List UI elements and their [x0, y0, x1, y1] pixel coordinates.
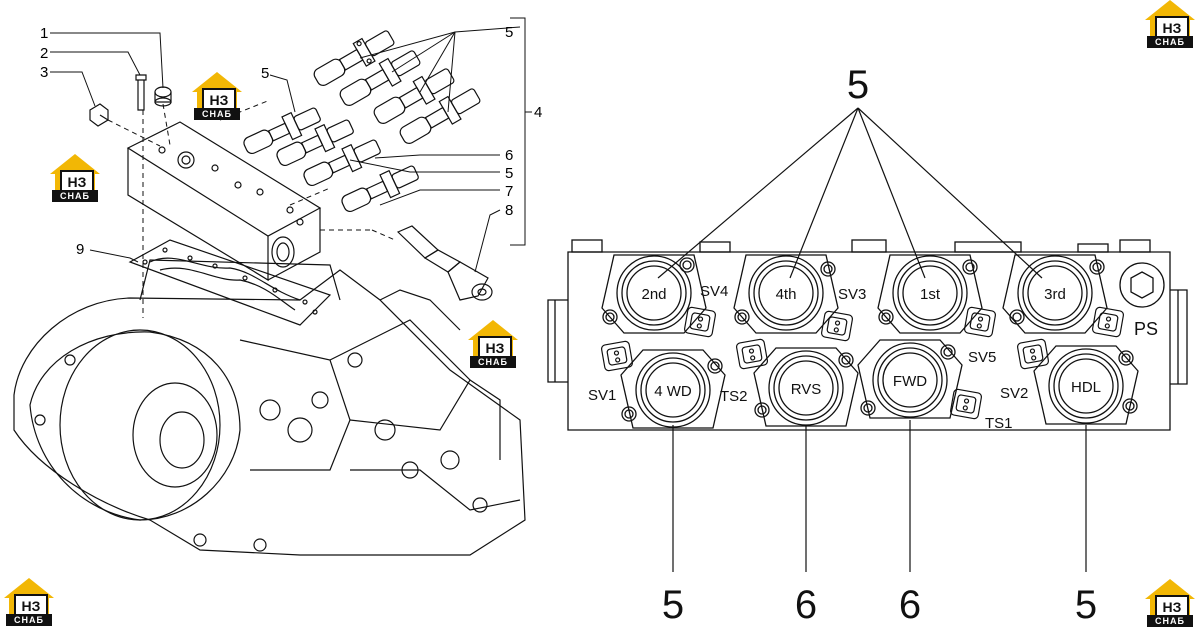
solenoid-valves: [243, 30, 481, 213]
spool-valve: [396, 225, 493, 301]
logo-mark: НЗ: [1155, 595, 1189, 617]
callout-5-top: 5: [505, 24, 513, 41]
valve-2nd-label: 2nd: [641, 286, 666, 303]
logo-sub: СНАБ: [1147, 36, 1193, 48]
valve-block-front-view: [547, 239, 1188, 431]
assembly-guide-lines: [107, 99, 396, 318]
callout-3: 3: [40, 64, 48, 81]
logo-mark: НЗ: [14, 594, 48, 616]
connector-sv5: [963, 306, 997, 338]
transmission-housing: [13, 259, 526, 556]
gasket-plate: [128, 239, 332, 326]
callout-6: 6: [505, 147, 513, 164]
left-exploded-view: [13, 17, 532, 556]
top-valve-row: 2nd 4th 1st 3rd: [601, 254, 1108, 334]
right-callout-top-5: 5: [847, 63, 869, 107]
callout-5-mid: 5: [505, 165, 513, 182]
connector-ps-side: [1091, 306, 1125, 338]
valve-rvs-label: RVS: [791, 381, 822, 398]
connector-ts1: [949, 388, 983, 420]
valve-3rd-label: 3rd: [1044, 286, 1066, 303]
callout-5-left: 5: [261, 65, 269, 82]
callout-1: 1: [40, 25, 48, 42]
electrical-connectors: [600, 306, 1125, 420]
valve-fwd-label: FWD: [893, 373, 927, 390]
callout-9: 9: [76, 241, 84, 258]
label-ts1: TS1: [985, 415, 1013, 432]
right-callouts: 5 5 6 6 5: [662, 63, 1097, 627]
connector-ts2: [735, 338, 769, 370]
valve-3rd: 3rd: [1002, 254, 1108, 334]
right-callout-5-hdl: 5: [1075, 583, 1097, 627]
logo-mark: НЗ: [1155, 16, 1189, 38]
left-callouts: 1 2 3 5 5 4 6 5 7 8 9: [40, 24, 542, 258]
right-callout-5-4wd: 5: [662, 583, 684, 627]
logo-mark: НЗ: [60, 170, 94, 192]
bottom-valve-row: 4 WD RVS FWD HDL: [620, 339, 1139, 429]
valve-fwd: FWD: [857, 339, 963, 419]
connector-labels: SV4 SV3 SV5 PS SV1 TS2 TS1 SV2: [588, 283, 1158, 432]
brand-logo-bottom-right: НЗ СНАБ: [1143, 579, 1197, 629]
right-callout-6-fwd: 6: [899, 583, 921, 627]
callout-8: 8: [505, 202, 513, 219]
valve-4wd-label: 4 WD: [654, 383, 692, 400]
valve-4th-label: 4th: [776, 286, 797, 303]
brand-logo-top-right: НЗ СНАБ: [1143, 0, 1197, 50]
callout-7: 7: [505, 183, 513, 200]
label-ts2: TS2: [720, 388, 748, 405]
connector-sv4: [683, 306, 717, 338]
brand-logo-left-upper: НЗ СНАБ: [190, 72, 244, 122]
label-sv5: SV5: [968, 349, 996, 366]
logo-mark: НЗ: [202, 88, 236, 110]
connector-sv3: [820, 310, 854, 342]
brand-logo-left-mid: НЗ СНАБ: [48, 154, 102, 204]
valve-1st: 1st: [877, 254, 983, 334]
brand-logo-center: НЗ СНАБ: [466, 320, 520, 370]
logo-mark: НЗ: [478, 336, 512, 358]
connector-sv1: [600, 340, 634, 372]
valve-1st-label: 1st: [920, 286, 941, 303]
bolt-parts: [89, 74, 172, 127]
logo-sub: СНАБ: [194, 108, 240, 120]
callout-4: 4: [534, 104, 542, 121]
valve-2nd: 2nd: [601, 254, 707, 334]
leader-lines: [50, 17, 532, 273]
valve-hdl: HDL: [1033, 345, 1139, 425]
label-sv1: SV1: [588, 387, 616, 404]
connector-sv2: [1016, 338, 1050, 370]
brand-logo-bottom-left: НЗ СНАБ: [2, 578, 56, 628]
label-ps: PS: [1134, 319, 1158, 339]
valve-hdl-label: HDL: [1071, 379, 1101, 396]
logo-sub: СНАБ: [52, 190, 98, 202]
valve-4wd: 4 WD: [620, 349, 726, 429]
label-sv3: SV3: [838, 286, 866, 303]
right-leaders: [657, 107, 1087, 572]
valve-4th: 4th: [733, 254, 839, 334]
logo-sub: СНАБ: [6, 614, 52, 626]
logo-sub: СНАБ: [470, 356, 516, 368]
label-sv4: SV4: [700, 283, 728, 300]
right-callout-6-rvs: 6: [795, 583, 817, 627]
callout-2: 2: [40, 45, 48, 62]
logo-sub: СНАБ: [1147, 615, 1193, 627]
valve-rvs: RVS: [753, 347, 859, 427]
valve-block: [126, 121, 322, 282]
label-sv2: SV2: [1000, 385, 1028, 402]
